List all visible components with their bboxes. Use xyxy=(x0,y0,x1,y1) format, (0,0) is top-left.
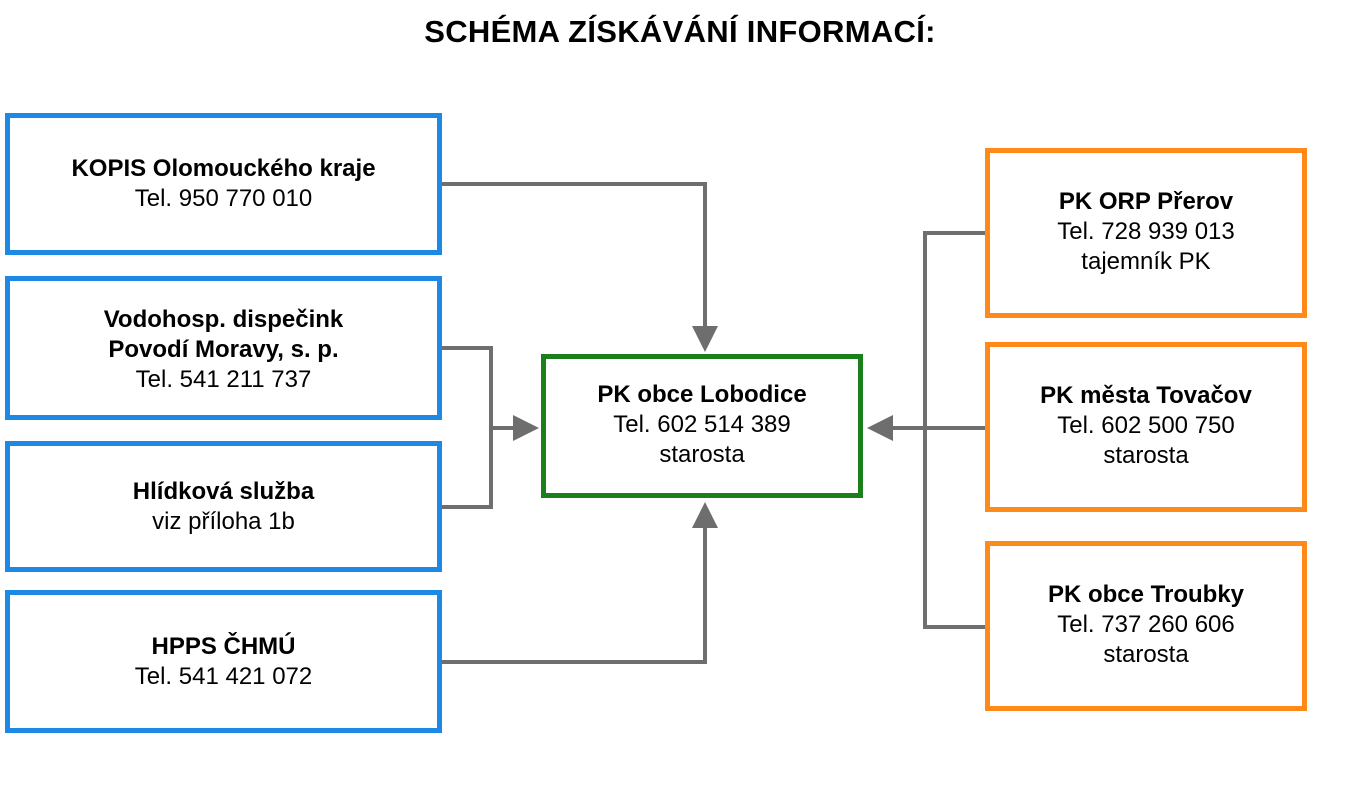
source-role: starosta xyxy=(1103,641,1189,668)
source-name: HPPS ČHMÚ xyxy=(151,632,296,660)
connector-kopis xyxy=(442,182,707,328)
center-phone: Tel. 602 514 389 xyxy=(613,411,791,438)
diagram-title: SCHÉMA ZÍSKÁVÁNÍ INFORMACÍ: xyxy=(424,14,936,49)
source-name: Vodohosp. dispečink xyxy=(103,306,344,333)
source-role: tajemník PK xyxy=(1081,248,1211,275)
source-role: starosta xyxy=(1103,442,1189,469)
arrow-right-to-center xyxy=(513,415,539,441)
arrow-left-to-center xyxy=(867,415,893,441)
arrow-down-to-center xyxy=(692,326,718,352)
source-name: Hlídková služba xyxy=(132,477,315,505)
center-box-pk-lobodice: PK obce Lobodice Tel. 602 514 389 staros… xyxy=(541,354,863,498)
source-name: PK ORP Přerov xyxy=(1058,188,1234,215)
connector-vodo xyxy=(442,346,493,509)
arrow-up-to-center xyxy=(692,502,718,528)
source-name: PK města Tovačov xyxy=(1040,382,1252,409)
source-note: viz příloha 1b xyxy=(152,507,295,535)
source-box-hlidkova-sluzba: Hlídková služba viz příloha 1b xyxy=(5,441,442,572)
source-box-hpps-chmu: HPPS ČHMÚ Tel. 541 421 072 xyxy=(5,590,442,733)
source-phone: Tel. 737 260 606 xyxy=(1057,611,1235,638)
source-phone: Tel. 541 421 072 xyxy=(134,662,313,690)
source-phone: Tel. 950 770 010 xyxy=(134,185,313,212)
source-name-line2: Povodí Moravy, s. p. xyxy=(108,336,339,363)
source-box-pk-troubky: PK obce Troubky Tel. 737 260 606 starost… xyxy=(985,541,1307,711)
center-name: PK obce Lobodice xyxy=(597,381,807,408)
source-name: KOPIS Olomouckého kraje xyxy=(71,155,376,182)
source-box-kopis: KOPIS Olomouckého kraje Tel. 950 770 010 xyxy=(5,113,442,255)
source-phone: Tel. 728 939 013 xyxy=(1057,218,1235,245)
connector-hpps xyxy=(442,526,707,664)
source-box-pk-orp-prerov: PK ORP Přerov Tel. 728 939 013 tajemník … xyxy=(985,148,1307,318)
source-box-vodohosp: Vodohosp. dispečink Povodí Moravy, s. p.… xyxy=(5,276,442,420)
source-phone: Tel. 541 211 737 xyxy=(135,366,312,393)
source-phone: Tel. 602 500 750 xyxy=(1057,412,1235,439)
center-role: starosta xyxy=(659,441,745,468)
source-box-pk-tovacov: PK města Tovačov Tel. 602 500 750 staros… xyxy=(985,342,1307,512)
source-name: PK obce Troubky xyxy=(1047,581,1245,608)
